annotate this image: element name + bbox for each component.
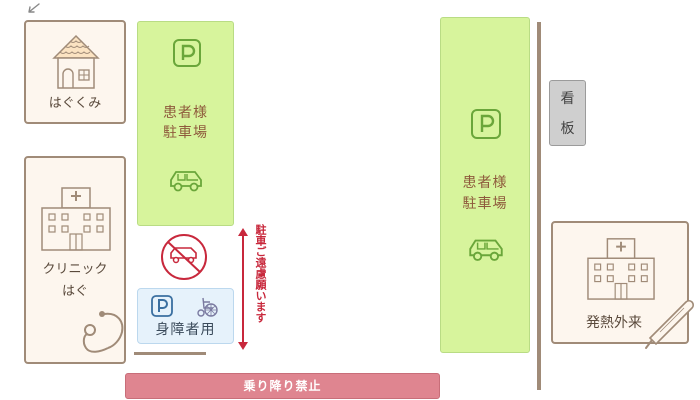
left-lot-title-line2: 駐車場 (163, 125, 208, 141)
boundary-wall (537, 22, 541, 390)
car-icon (170, 171, 202, 192)
right-lot-title-line1: 患者様 (462, 175, 508, 191)
hospital-icon (587, 238, 655, 300)
signboard-line2: 板 (560, 121, 575, 137)
signboard[interactable]: 看 板 (549, 80, 586, 146)
car-icon (469, 239, 503, 261)
stethoscope-icon (82, 311, 124, 353)
no-parking-notice: 駐車ご遠慮願います (254, 224, 267, 323)
parking-p-icon (173, 39, 201, 67)
parking-p-icon (151, 295, 173, 317)
right-patient-parking-lot[interactable]: 患者様 駐車場 (440, 17, 530, 353)
signboard-line1: 看 (560, 91, 575, 107)
double-arrow-icon (238, 228, 248, 350)
fever-clinic-label: 発熱外来 (586, 315, 642, 331)
no-parking-icon (161, 234, 207, 280)
house-building[interactable]: はぐくみ (24, 20, 126, 124)
clinic-label-line2: はぐ (61, 284, 88, 299)
left-lot-title-line1: 患者様 (163, 105, 208, 121)
wheelchair-icon (197, 297, 218, 317)
arrow-icon (28, 3, 40, 13)
clinic-label-line1: クリニック (42, 262, 108, 277)
curb-line (134, 352, 206, 355)
no-loading-zone-band: 乗り降り禁止 (125, 373, 440, 399)
house-label: はぐくみ (48, 96, 102, 111)
accessible-parking-space[interactable]: 身障者用 (137, 288, 234, 344)
parking-p-icon (471, 109, 501, 139)
thermometer-icon (645, 299, 695, 349)
left-patient-parking-lot[interactable]: 患者様 駐車場 (137, 21, 234, 226)
house-icon (52, 34, 100, 89)
hospital-icon (41, 187, 111, 251)
accessible-label: 身障者用 (155, 322, 216, 338)
clinic-building[interactable]: クリニック はぐ (24, 156, 126, 364)
right-lot-title-line2: 駐車場 (462, 196, 508, 212)
